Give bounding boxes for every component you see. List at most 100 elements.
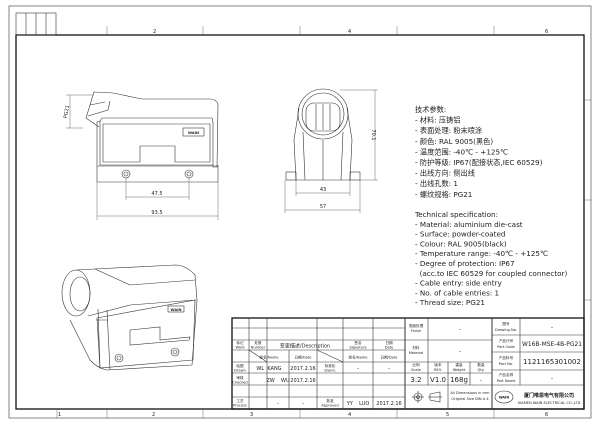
svg-text:比例: 比例 [412, 362, 420, 367]
svg-text:Material: Material [409, 351, 424, 355]
zone-label: 2 [152, 412, 155, 418]
svg-text:–: – [459, 327, 462, 333]
svg-text:日期: 日期 [385, 340, 393, 345]
foot-right [349, 171, 361, 181]
spec-en-item: - Thread size: PG21 [415, 298, 485, 307]
foot-left [285, 171, 297, 181]
spec-cn-item: - 防护等级: IP67(配接状态,IEC 60529) [415, 158, 543, 167]
wain-logo-plate [182, 127, 205, 137]
spec-en-item: - Degree of protection: IP67 [415, 259, 515, 268]
svg-text:Process: Process [233, 404, 247, 408]
base-outer-dimension: 57 [320, 204, 326, 210]
svg-text:姓名/Name: 姓名/Name [348, 355, 368, 360]
svg-text:日期/Date: 日期/Date [295, 355, 313, 360]
spec-cn-item: - 温度范围: -40℃ - +125℃ [415, 147, 508, 156]
svg-text:产品料号: 产品料号 [499, 355, 514, 360]
svg-text:Approved: Approved [321, 404, 338, 408]
svg-text:重量: 重量 [455, 362, 463, 367]
mounting-screw [121, 169, 131, 179]
svg-text:All Dimensions in mm: All Dimensions in mm [450, 391, 490, 395]
length-dimension: 93.5 [151, 210, 162, 216]
spec-cn: 技术参数: - 材料: 压铸铝 - 表面处理: 粉末喷涂 - 颜色: RAL 9… [415, 105, 543, 199]
front-view: WAIN [85, 91, 219, 183]
svg-text:标准化: 标准化 [325, 363, 336, 368]
svg-text:Finish: Finish [411, 329, 421, 333]
svg-text:产品名称: 产品名称 [499, 372, 514, 377]
spec-cn-item: - 表面处理: 粉末喷涂 [415, 126, 482, 135]
svg-text:Drawing No.: Drawing No. [495, 328, 517, 332]
svg-text:表面处理: 表面处理 [409, 323, 424, 328]
approved-date: 2017.2.16 [376, 401, 401, 407]
zone-label: 3 [250, 412, 253, 418]
svg-text:审核: 审核 [236, 375, 244, 380]
side-view [285, 88, 361, 181]
drawn-date: 2017.2.16 [290, 366, 315, 372]
title-block [231, 317, 585, 410]
svg-text:姓名/Name: 姓名/Name [259, 355, 279, 360]
zone-label: 6 [545, 412, 548, 418]
svg-text:–: – [277, 401, 280, 407]
company-name-cn: 厦门唯恩电气有限公司 [524, 392, 574, 399]
spec-cn-item: - 螺纹规格: PG21 [415, 190, 472, 199]
spec-en-item: - Temperature range: -40℃ - +125℃ [415, 249, 548, 258]
hole-spacing-dimension: 47.5 [151, 191, 162, 197]
svg-text:签名: 签名 [354, 340, 362, 345]
zone-label: 2 [153, 29, 156, 35]
svg-text:–: – [302, 401, 305, 407]
logo-text: WAIN [188, 131, 199, 135]
part-code-value: W16B-MSE-4B-PG21 [522, 340, 582, 348]
part-no-value: 1121165301002 [523, 358, 581, 366]
spec-cn-item: - 出线孔数: 1 [415, 179, 458, 188]
base-inner-dimension: 43 [320, 187, 326, 193]
svg-text:–: – [551, 325, 554, 331]
zone-label: 4 [348, 29, 351, 35]
side-dimensions [284, 89, 378, 213]
svg-text:Part Name: Part Name [497, 379, 517, 383]
spec-cn-item: - 出线方向: 侧出线 [415, 169, 475, 178]
weight-value: 168g [450, 376, 468, 384]
spec-en-item: - Material: aluminium die-cast [415, 220, 523, 229]
front-dimensions [66, 94, 219, 220]
zone-label: 5 [446, 412, 449, 418]
spec-cn-item: - 颜色: RAL 9005(黑色) [415, 137, 493, 146]
height-dimension: 70.1 [370, 129, 376, 140]
date-label: Date [385, 346, 394, 350]
isometric-view: WAIN [61, 264, 198, 371]
iso-logo-text: WAIN [171, 308, 182, 312]
spec-cn-title: 技术参数: [415, 105, 446, 114]
svg-text:–: – [459, 349, 462, 355]
svg-text:Scale: Scale [411, 368, 421, 372]
svg-text:Original Size DIN A 4: Original Size DIN A 4 [451, 397, 489, 401]
thread-dimension: PG21 [63, 105, 71, 119]
svg-text:版本: 版本 [434, 362, 442, 367]
svg-text:批准: 批准 [326, 398, 334, 403]
svg-text:–: – [480, 378, 483, 384]
spec-cn-item: - 材料: 压铸铝 [415, 116, 461, 125]
svg-text:数量: 数量 [477, 362, 485, 367]
work-label: Work [235, 346, 245, 350]
svg-text:–: – [357, 366, 360, 372]
svg-text:Checked: Checked [232, 381, 247, 385]
checked-date: 2017.2.16 [290, 378, 315, 384]
spec-en-item: - Colour: RAL 9005(black) [415, 239, 507, 248]
zone-label: 4 [348, 412, 351, 418]
company-name-en: XIAMEN WAIN ELECTRICAL CO.,LTD [518, 401, 581, 405]
rev-value: V1.0 [430, 376, 446, 384]
projection-symbol-icon [412, 391, 442, 403]
approved-name: YY LUO [346, 401, 370, 407]
checked-name: ZW WU [266, 378, 290, 384]
svg-text:Part Code: Part Code [497, 345, 515, 349]
svg-text:日期/Date: 日期/Date [381, 355, 399, 360]
svg-text:Part No.: Part No. [499, 362, 513, 366]
spec-en-title: Technical specification: [414, 210, 498, 219]
zone-label: 6 [545, 29, 548, 35]
spec-en: Technical specification: - Material: alu… [414, 210, 567, 307]
svg-text:Qty.: Qty. [478, 368, 485, 372]
spec-en-item: - Cable entry: side entry [415, 279, 503, 288]
description-label: 变更描述/Description [280, 343, 330, 350]
svg-text:Drawn: Drawn [234, 369, 246, 373]
svg-text:REV.: REV. [434, 368, 442, 372]
svg-text:工艺: 工艺 [236, 398, 244, 403]
svg-text:–: – [551, 376, 554, 382]
